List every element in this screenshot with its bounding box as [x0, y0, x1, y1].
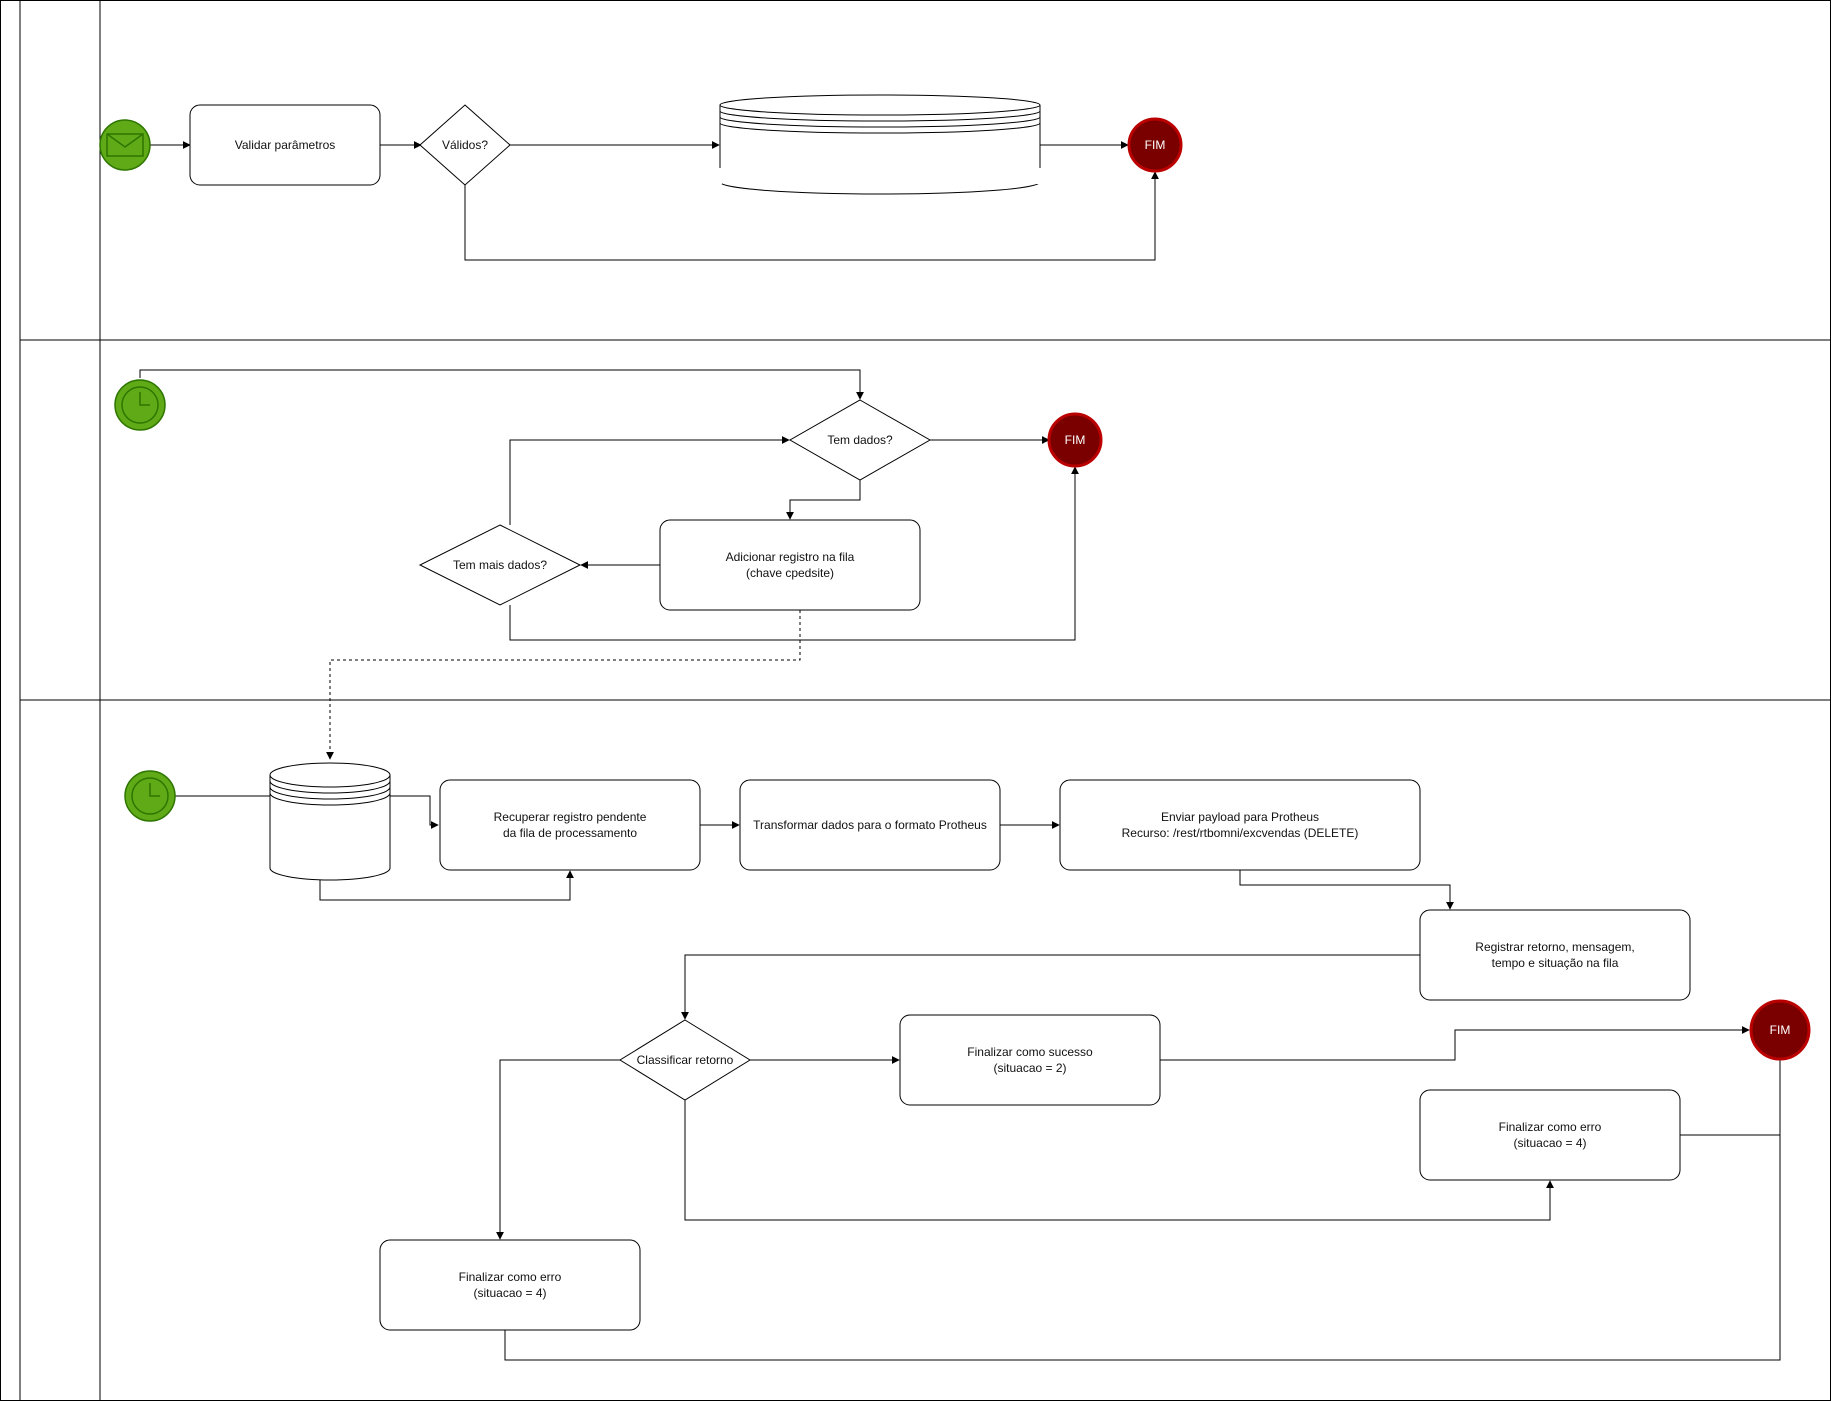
- end-event-3[interactable]: FIM: [1749, 999, 1811, 1061]
- edge-queue-db-to-recuperar: [319, 870, 574, 901]
- clock-icon: [131, 777, 169, 815]
- task-recuperar-label-line-1: Recuperar registro pendente: [494, 810, 647, 824]
- task-enviar-label-line-2: Recurso: /rest/rtbomni/excvendas (DELETE…: [1122, 826, 1359, 840]
- task-validar[interactable]: Validar parâmetros: [189, 104, 381, 186]
- task-adicionar-label-line-2: (chave cpedsite): [746, 566, 834, 580]
- edge-enviar-to-registrar: [1239, 870, 1454, 910]
- task-registrar-label-line-1: Registrar retorno, mensagem,: [1475, 940, 1634, 954]
- task-erro-left-label-line-2: (situacao = 4): [473, 1286, 546, 1300]
- edge-timer-to-tem-dados: [139, 369, 864, 400]
- task-erro-right-label-line-1: Finalizar como erro: [1499, 1120, 1602, 1134]
- end-event-2-label: FIM: [1065, 433, 1086, 447]
- task-sucesso-label-line-2: (situacao = 2): [993, 1061, 1066, 1075]
- edge-sucesso-to-fim: [1160, 1026, 1750, 1061]
- timer-start-event-2[interactable]: [124, 770, 176, 822]
- task-erro-right[interactable]: Finalizar como erro (situacao = 4): [1419, 1089, 1681, 1181]
- gateway-classificar[interactable]: Classificar retorno: [619, 1019, 751, 1101]
- nodes: Validar parâmetros Válidos? FIM: [99, 94, 1811, 1331]
- task-adicionar[interactable]: Adicionar registro na fila (chave cpedsi…: [659, 519, 921, 611]
- task-enviar-label-line-1: Enviar payload para Protheus: [1161, 810, 1319, 824]
- task-sucesso-label-line-1: Finalizar como sucesso: [967, 1045, 1093, 1059]
- end-event-3-label: FIM: [1770, 1023, 1791, 1037]
- task-registrar[interactable]: Registrar retorno, mensagem, tempo e sit…: [1419, 909, 1691, 1001]
- queue-database[interactable]: [269, 762, 391, 881]
- timer-start-event-1[interactable]: [114, 379, 166, 431]
- clock-icon: [121, 386, 159, 424]
- message-start-event[interactable]: [99, 119, 151, 171]
- edge-validos-no-to-fim: [464, 171, 1159, 261]
- task-erro-left-label-line-1: Finalizar como erro: [459, 1270, 562, 1284]
- task-sucesso[interactable]: Finalizar como sucesso (situacao = 2): [899, 1014, 1161, 1106]
- task-adicionar-label-line-1: Adicionar registro na fila: [726, 550, 855, 564]
- edge-classificar-to-erro-left: [496, 1059, 620, 1240]
- task-registrar-label-line-2: tempo e situação na fila: [1492, 956, 1619, 970]
- gateway-tem-mais-label: Tem mais dados?: [453, 558, 547, 572]
- task-validar-label: Validar parâmetros: [235, 138, 336, 152]
- gateway-validos-label: Válidos?: [442, 138, 488, 152]
- task-transformar[interactable]: Transformar dados para o formato Protheu…: [739, 779, 1001, 871]
- edge-classificar-to-erro-right: [684, 1100, 1554, 1221]
- task-recuperar-label-line-2: da fila de processamento: [503, 826, 637, 840]
- task-recuperar[interactable]: Recuperar registro pendente da fila de p…: [439, 779, 701, 871]
- task-enviar[interactable]: Enviar payload para Protheus Recurso: /r…: [1059, 779, 1421, 871]
- task-erro-right-label-line-2: (situacao = 4): [1513, 1136, 1586, 1150]
- gateway-tem-mais[interactable]: Tem mais dados?: [418, 524, 582, 606]
- gateway-validos[interactable]: Válidos?: [419, 104, 511, 186]
- edge-erro-left-to-fim: [504, 1135, 1781, 1361]
- task-transformar-label: Transformar dados para o formato Protheu…: [753, 818, 987, 832]
- task-erro-left[interactable]: Finalizar como erro (situacao = 4): [379, 1239, 641, 1331]
- edge-registrar-to-classificar: [681, 954, 1420, 1020]
- edge-tem-mais-no-to-fim: [509, 466, 1079, 641]
- end-event-2[interactable]: FIM: [1047, 412, 1103, 468]
- edges: [139, 141, 1784, 1361]
- gateway-classificar-label: Classificar retorno: [637, 1053, 734, 1067]
- edge-tem-dados-to-adicionar: [786, 480, 861, 520]
- end-event-1[interactable]: FIM: [1127, 117, 1183, 173]
- datastore-1[interactable]: [712, 94, 1046, 195]
- edge-tem-mais-to-tem-dados: [509, 436, 790, 525]
- gateway-tem-dados-label: Tem dados?: [827, 433, 893, 447]
- gateway-tem-dados[interactable]: Tem dados?: [788, 399, 932, 481]
- edge-adicionar-to-queue-db: [326, 610, 801, 760]
- end-event-1-label: FIM: [1145, 138, 1166, 152]
- envelope-icon: [106, 133, 144, 157]
